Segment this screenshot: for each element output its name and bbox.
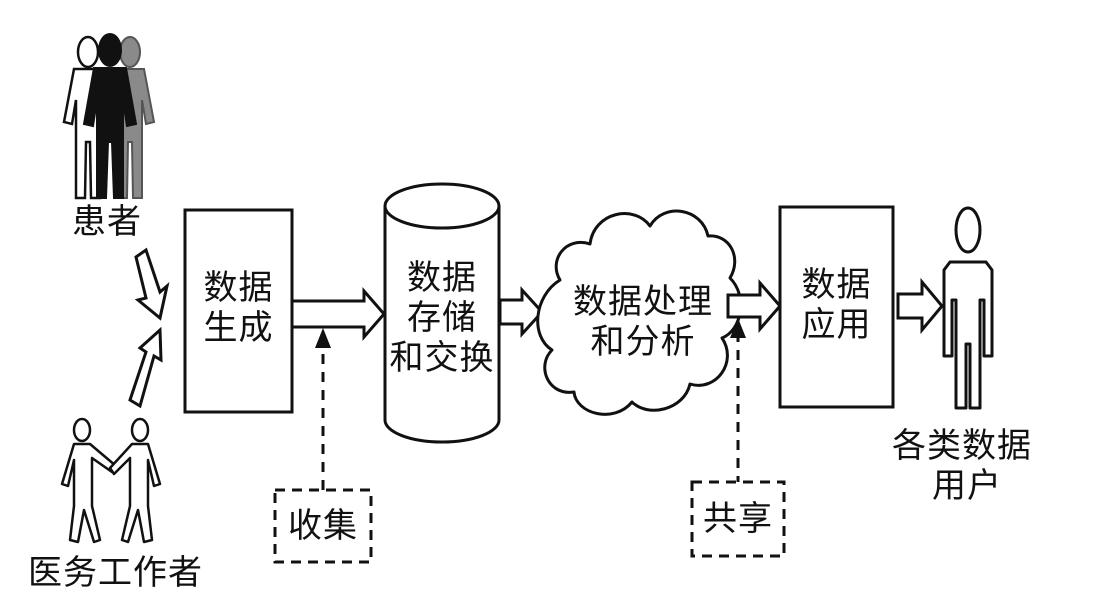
medical-staff-figure-icon bbox=[60, 417, 162, 544]
share-label: 共享 bbox=[703, 499, 773, 539]
arrow-patients-to-generation bbox=[134, 247, 170, 321]
patients-label: 患者 bbox=[72, 202, 142, 242]
collect-label: 收集 bbox=[288, 506, 358, 546]
end-user-figure-icon bbox=[942, 206, 994, 410]
processing-cloud bbox=[536, 209, 743, 416]
application-label-line-1: 数据 bbox=[801, 265, 872, 305]
storage-label-line-1: 数据 bbox=[407, 258, 477, 298]
medical-staff-label: 医务工作者 bbox=[28, 553, 203, 593]
patients-figure-icon bbox=[62, 33, 156, 200]
arrow-storage-to-processing bbox=[498, 286, 545, 338]
processing-label: 数据处理 和分析 bbox=[548, 282, 738, 362]
processing-label-line-2: 和分析 bbox=[590, 322, 696, 362]
end-users-label-line-1: 各类数据 bbox=[892, 426, 1032, 466]
share-dashed-arrow bbox=[730, 318, 746, 486]
arrow-application-to-users bbox=[896, 277, 944, 335]
application-label-line-2: 应用 bbox=[801, 305, 872, 345]
arrow-staff-to-generation bbox=[128, 326, 163, 409]
application-box bbox=[778, 205, 895, 409]
generation-label: 数据 生成 bbox=[185, 268, 292, 348]
storage-label: 数据 存储 和交换 bbox=[385, 258, 499, 378]
collect-box bbox=[273, 488, 373, 564]
arrow-processing-to-application bbox=[726, 278, 782, 334]
arrow-generation-to-storage bbox=[290, 286, 386, 342]
storage-cylinder bbox=[383, 182, 501, 444]
storage-label-line-2: 存储 bbox=[407, 298, 477, 338]
storage-label-line-3: 和交换 bbox=[389, 338, 495, 378]
application-label: 数据 应用 bbox=[780, 265, 893, 345]
collect-dashed-arrow bbox=[315, 328, 331, 490]
generation-label-line-1: 数据 bbox=[203, 268, 274, 308]
processing-label-line-1: 数据处理 bbox=[573, 282, 713, 322]
generation-label-line-2: 生成 bbox=[203, 308, 274, 348]
end-users-label: 各类数据 用户 bbox=[892, 426, 1052, 506]
end-users-label-line-2: 用户 bbox=[932, 466, 1002, 506]
share-box bbox=[690, 480, 786, 558]
